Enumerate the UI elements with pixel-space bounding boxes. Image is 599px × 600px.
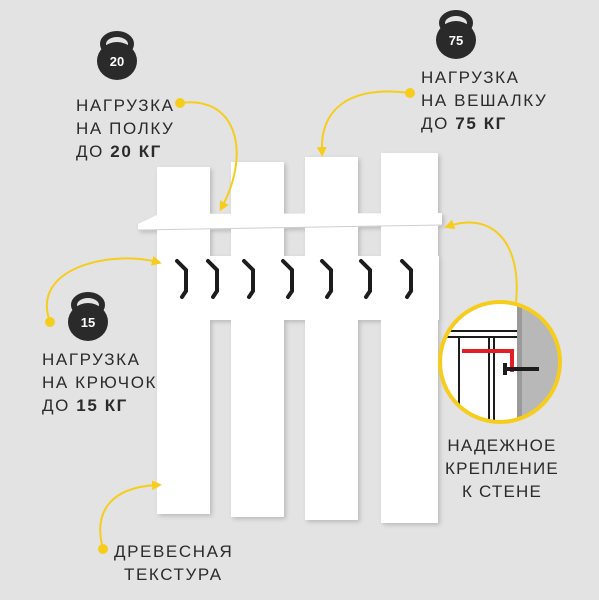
mount-label: НАДЕЖНОЕ КРЕПЛЕНИЕ К СТЕНЕ [445,436,559,501]
shelf-load-label: НАГРУЗКА НА ПОЛКУ ДО 20 КГ [76,96,175,161]
svg-text:20: 20 [110,54,124,69]
mount-arrow [444,219,518,303]
svg-text:15: 15 [81,315,95,330]
rack-slat-4 [381,153,438,523]
mount-detail [438,300,562,424]
texture-arrow [99,480,162,550]
hook-2 [206,259,219,299]
hook-4 [281,259,294,299]
kettlebell-75-icon: 75 [436,10,476,59]
kettlebell-20-icon: 20 [97,31,137,80]
hook-load-label: НАГРУЗКА НА КРЮЧОК ДО 15 КГ [42,350,158,415]
kettlebell-15-icon: 15 [68,292,108,341]
hook-7 [400,259,413,299]
mount-screw [505,367,539,371]
texture-label: ДРЕВЕСНАЯ ТЕКСТУРА [114,542,234,584]
hook-5 [320,259,333,299]
rack-slat-3 [305,157,358,520]
mount-bracket [462,349,514,372]
hook-board [157,256,439,320]
hanger-load-label: НАГРУЗКА НА ВЕШАЛКУ ДО 75 КГ [421,68,548,133]
hook-arrow [46,255,162,323]
shelf-arrow [179,101,238,212]
hooks [175,259,413,299]
hook-6 [359,259,372,299]
coat-rack [137,153,443,523]
callout-arrows [45,88,518,554]
svg-text:75: 75 [449,33,463,48]
hook-3 [242,259,255,299]
hook-1 [175,259,188,299]
hanger-arrow [316,90,411,157]
